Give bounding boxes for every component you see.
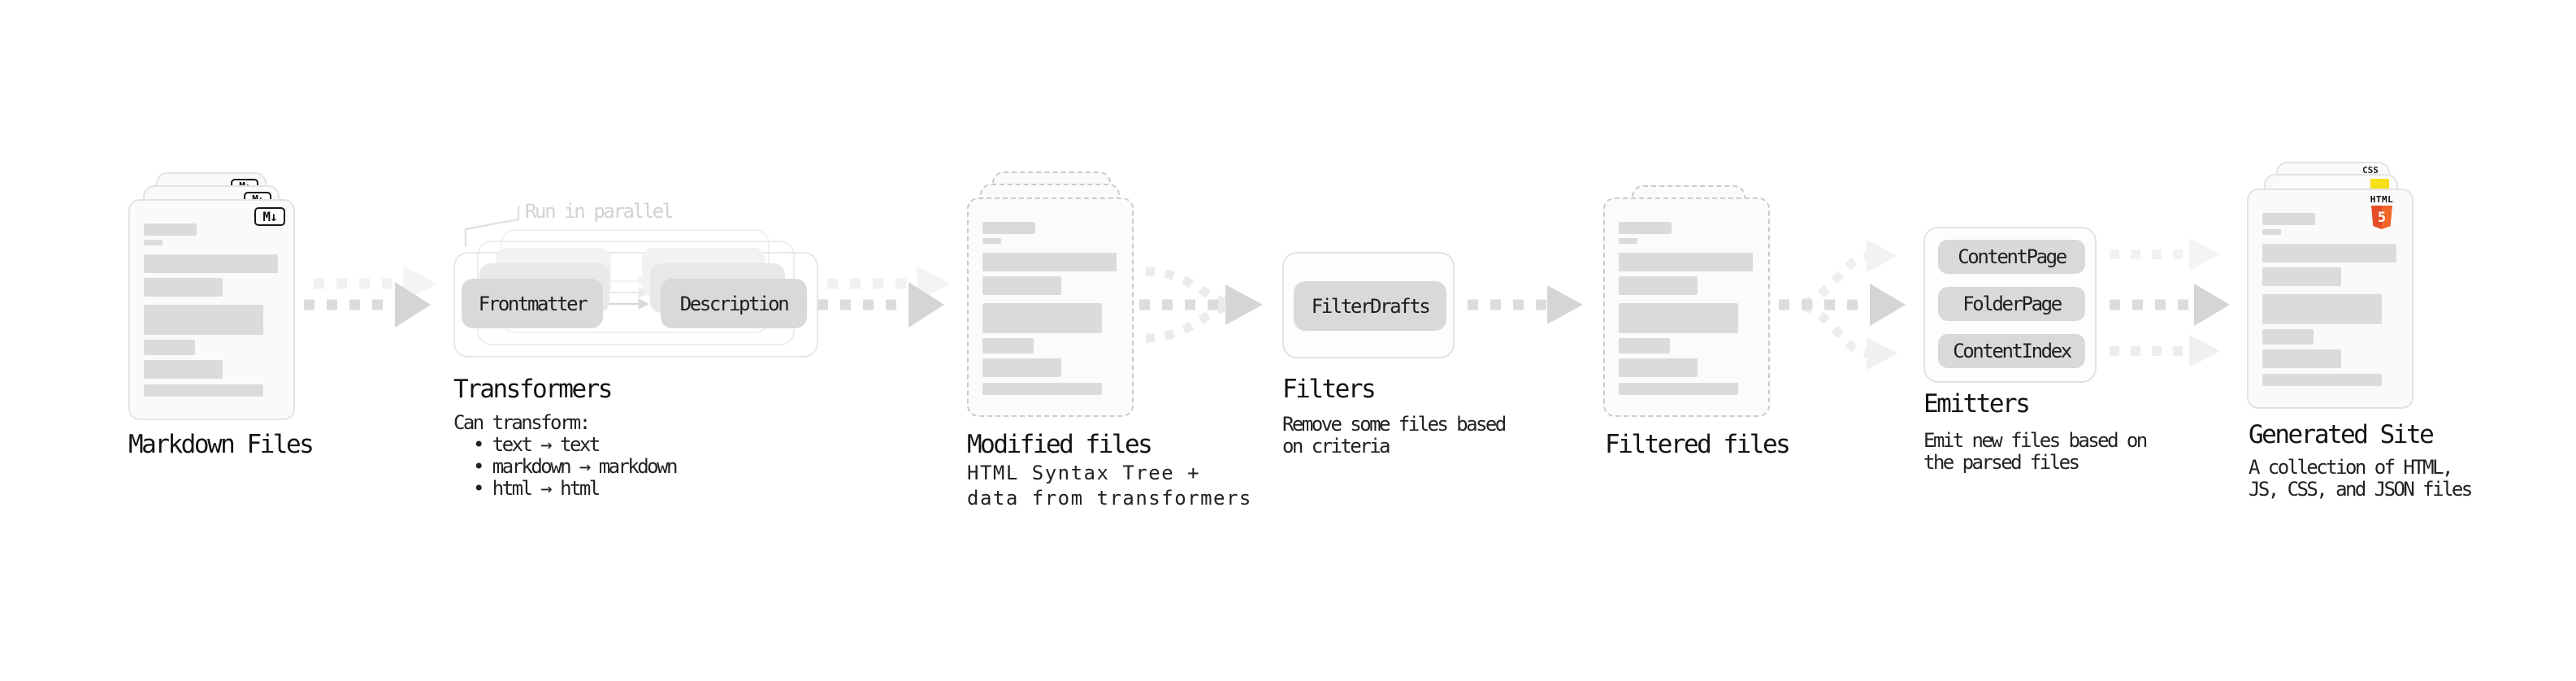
callout-leader-line	[464, 206, 520, 247]
flow-arrow-transformers-to-modified	[817, 266, 951, 327]
modified-files-description: HTML Syntax Tree + data from transformer…	[967, 461, 1252, 511]
js-icon	[2370, 179, 2389, 189]
emitters-panel: ContentPage FolderPage ContentIndex	[1923, 227, 2097, 383]
placeholder-bar	[982, 358, 1061, 377]
placeholder-bar	[2262, 213, 2315, 225]
description-line: A collection of HTML,	[2249, 456, 2453, 479]
markdown-icon: M↓	[254, 207, 285, 226]
filter-drafts-pill: FilterDrafts	[1294, 281, 1446, 331]
placeholder-bar	[1619, 303, 1738, 333]
content-index-pill: ContentIndex	[1938, 334, 2085, 368]
placeholder-bar	[1619, 383, 1738, 395]
emitters-description: Emit new files based on the parsed files	[1923, 429, 2148, 474]
fan-in-arrow-modified-to-filters	[1139, 267, 1263, 343]
fan-out-arrow-filtered-to-emitters	[1779, 240, 1906, 370]
placeholder-bar	[1619, 358, 1698, 377]
description-pill: Description	[661, 279, 807, 328]
markdown-files-label: Markdown Files	[128, 430, 314, 459]
placeholder-bar	[144, 340, 195, 355]
flow-arrow-markdown-to-transformers	[304, 266, 437, 327]
placeholder-bar	[144, 240, 163, 245]
placeholder-bar	[982, 303, 1102, 333]
placeholder-bar	[1619, 222, 1672, 234]
html5-icon-label: HTML	[2370, 194, 2394, 205]
placeholder-bar	[982, 338, 1034, 354]
placeholder-bar	[2262, 349, 2341, 368]
placeholder-bar	[982, 276, 1061, 295]
transformers-description: Can transform: • text → text • markdown …	[453, 411, 678, 500]
placeholder-bar	[982, 222, 1035, 234]
document-placeholder-lines	[2262, 213, 2396, 386]
emitters-label: Emitters	[1923, 389, 2031, 419]
document-placeholder-lines	[144, 223, 278, 397]
html5-icon-shield: 5	[2371, 206, 2392, 229]
frontmatter-pill: Frontmatter	[462, 279, 603, 328]
modified-files-label: Modified files	[967, 430, 1153, 459]
transformers-label: Transformers	[453, 375, 613, 404]
document-placeholder-lines	[1619, 222, 1753, 395]
document-placeholder-lines	[982, 222, 1117, 395]
filters-description: Remove some files based on criteria	[1282, 413, 1507, 458]
placeholder-bar	[1619, 276, 1698, 295]
flow-arrows-emitters-to-generated	[2110, 238, 2230, 367]
placeholder-bar	[2262, 294, 2382, 324]
markdown-file-card-front: M↓	[128, 199, 295, 420]
transformers-description-heading: Can transform:	[453, 411, 591, 434]
filtered-files-label: Filtered files	[1605, 430, 1791, 459]
placeholder-bar	[144, 223, 197, 236]
placeholder-bar	[144, 254, 278, 273]
placeholder-bar	[144, 360, 223, 379]
description-line: JS, CSS, and JSON files	[2249, 478, 2473, 501]
placeholder-bar	[1619, 338, 1670, 354]
placeholder-bar	[1619, 238, 1637, 244]
placeholder-bar	[2262, 229, 2281, 235]
placeholder-bar	[2262, 244, 2396, 262]
flow-arrow-filters-to-filtered	[1468, 285, 1583, 324]
placeholder-bar	[982, 383, 1102, 395]
placeholder-bar	[1619, 253, 1753, 271]
description-line: Remove some files based	[1282, 413, 1507, 436]
description-line: data from transformers	[967, 487, 1252, 510]
placeholder-bar	[2262, 329, 2314, 345]
description-line: Emit new files based on	[1923, 429, 2148, 452]
placeholder-bar	[982, 238, 1001, 244]
description-line: the parsed files	[1923, 451, 2080, 474]
generated-site-label: Generated Site	[2249, 420, 2435, 449]
description-line: on criteria	[1282, 435, 1390, 458]
content-page-pill: ContentPage	[1938, 240, 2085, 274]
generated-html-file-card: HTML 5	[2247, 189, 2413, 409]
modified-file-card-front	[967, 197, 1134, 417]
placeholder-bar	[144, 384, 263, 397]
placeholder-bar	[144, 305, 263, 335]
placeholder-bar	[144, 278, 223, 297]
transformers-bullet: • text → text	[473, 433, 601, 456]
transformers-bullet: • markdown → markdown	[473, 455, 678, 478]
generated-site-description: A collection of HTML, JS, CSS, and JSON …	[2249, 456, 2473, 501]
description-line: HTML Syntax Tree +	[967, 462, 1201, 484]
placeholder-bar	[2262, 374, 2382, 386]
filters-panel: FilterDrafts	[1282, 252, 1455, 358]
filtered-file-card-front	[1603, 197, 1770, 417]
placeholder-bar	[2262, 267, 2341, 286]
filters-label: Filters	[1282, 375, 1377, 404]
html5-icon: HTML 5	[2361, 195, 2403, 229]
folder-page-pill: FolderPage	[1938, 287, 2085, 321]
css-icon-label: CSS	[2362, 165, 2379, 176]
run-in-parallel-callout: Run in parallel	[525, 200, 674, 223]
transformers-bullet: • html → html	[473, 477, 601, 500]
placeholder-bar	[982, 253, 1117, 271]
